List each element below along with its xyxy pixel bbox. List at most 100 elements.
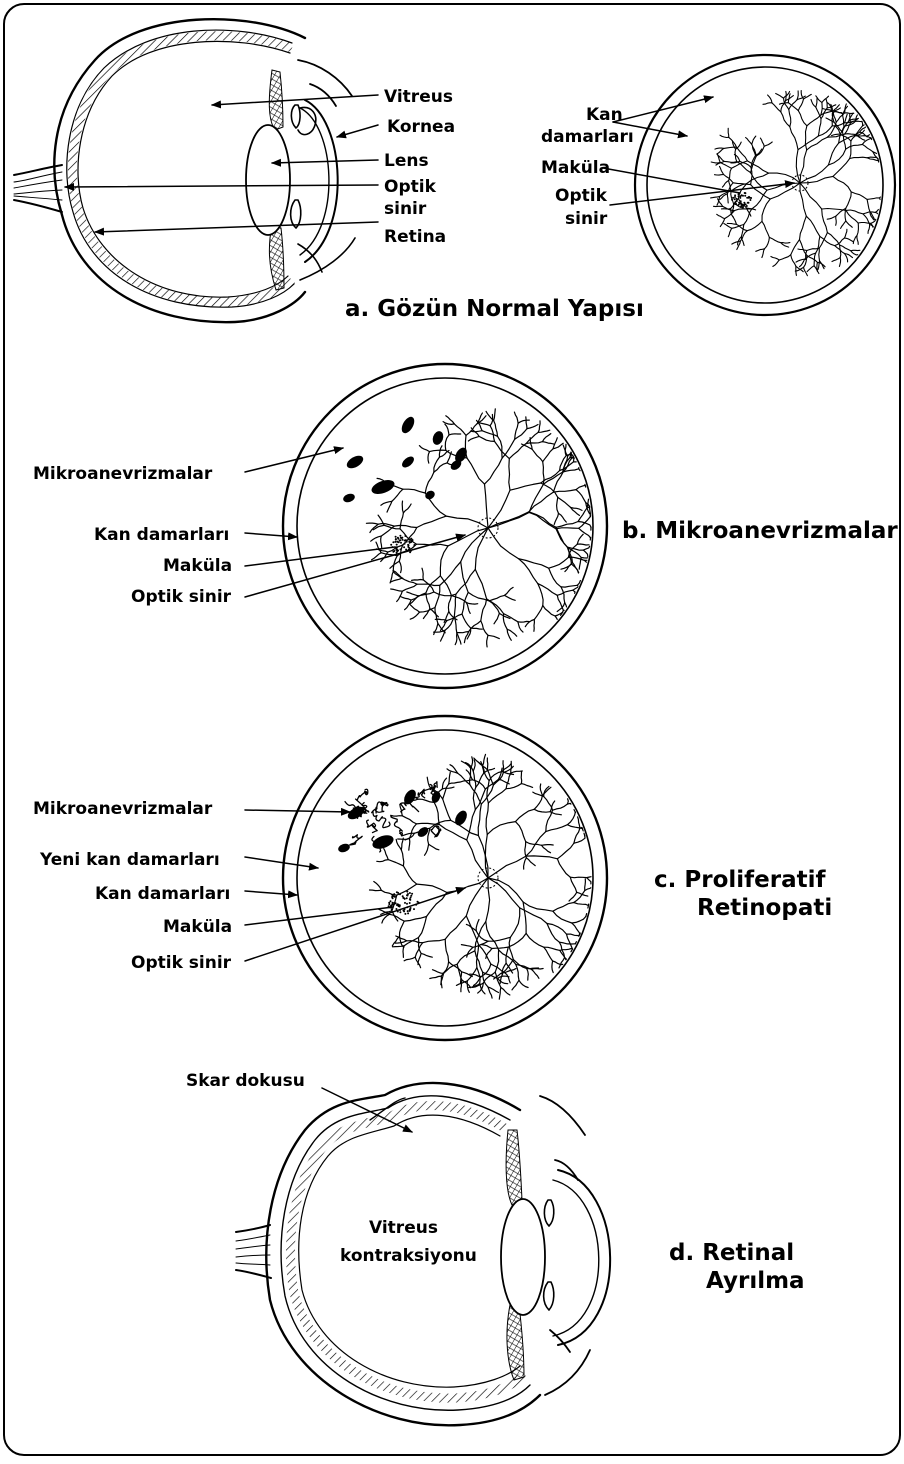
macula-dot <box>407 912 409 914</box>
blood-vessel <box>781 243 790 244</box>
macula-dot <box>404 535 406 537</box>
label-mikroanevrizmalar-c: Mikroanevrizmalar <box>33 799 213 819</box>
macula-dot <box>403 546 405 548</box>
blood-vessel <box>585 879 586 891</box>
macula-dot <box>409 892 411 894</box>
macula-dot <box>744 192 746 194</box>
caption-b: b. Mikroanevrizmalar <box>622 518 898 544</box>
blood-vessel <box>582 829 583 831</box>
macula-dot <box>403 910 405 912</box>
blood-vessel <box>580 828 582 829</box>
macula-dot <box>742 207 744 209</box>
macula-dot <box>405 549 407 551</box>
blood-vessel <box>370 890 382 891</box>
macula-dot <box>394 541 396 543</box>
label-kan-damarlari-b: Kan damarları <box>94 525 229 545</box>
macula-dot <box>400 542 402 544</box>
macula-dot <box>410 895 412 897</box>
macula-dot <box>400 548 402 550</box>
macula-dot <box>738 202 740 204</box>
macula-dot <box>741 204 743 206</box>
macula-dot <box>392 551 394 553</box>
caption-d-line1: d. Retinal <box>669 1240 794 1266</box>
macula-dot <box>738 195 740 197</box>
macula-dot <box>396 541 398 543</box>
label-makula: Maküla <box>541 158 610 178</box>
macula-dot <box>407 910 409 912</box>
macula-dot <box>734 196 736 198</box>
blood-vessel <box>487 758 488 770</box>
macula-dot <box>390 900 392 902</box>
macula-dot <box>392 894 394 896</box>
macula-dot <box>410 538 412 540</box>
macula-dot <box>750 197 752 199</box>
blood-vessel <box>585 485 586 487</box>
macula-dot <box>411 893 413 895</box>
macula-dot <box>409 910 411 912</box>
macula-dot <box>731 199 733 201</box>
macula-dot <box>399 893 401 895</box>
blood-vessel <box>796 266 797 275</box>
blood-vessel <box>531 969 543 970</box>
macula-dot <box>403 897 405 899</box>
macula-dot <box>396 544 398 546</box>
macula-dot <box>397 538 399 540</box>
blood-vessel <box>503 761 504 773</box>
macula-dot <box>735 203 737 205</box>
macula-dot <box>732 197 734 199</box>
label-kan-damarlari-c: Kan damarları <box>95 884 230 904</box>
macula-dot <box>399 906 401 908</box>
blood-vessel <box>521 772 522 784</box>
macula-dot <box>407 895 409 897</box>
blood-vessel <box>728 128 729 137</box>
label-optik: Optik <box>384 177 437 197</box>
macula-dot <box>404 913 406 915</box>
macula-dot <box>743 204 745 206</box>
macula-dot <box>404 902 406 904</box>
macula-dot <box>740 200 742 202</box>
macula-dot <box>734 198 736 200</box>
fundus-microaneurysm <box>283 364 607 688</box>
macula-dot <box>399 540 401 542</box>
blood-vessel <box>577 585 578 586</box>
macula-dot <box>396 904 398 906</box>
blood-vessel <box>855 136 868 137</box>
macula-dot <box>736 198 738 200</box>
macula-dot <box>391 904 393 906</box>
label-yeni-kan-damarlari-c: Yeni kan damarları <box>39 850 220 870</box>
macula-dot <box>409 902 411 904</box>
macula-dot <box>740 195 742 197</box>
macula-dot <box>395 539 397 541</box>
macula-dot <box>409 551 411 553</box>
macula-dot <box>748 202 750 204</box>
caption-c-line2: Retinopati <box>697 895 832 921</box>
label-skar-dokusu: Skar dokusu <box>186 1071 305 1091</box>
blood-vessel <box>511 761 512 773</box>
label-vitreus: Vitreus <box>384 87 453 107</box>
label-damarlari: damarları <box>541 127 634 147</box>
blood-vessel <box>836 216 837 225</box>
label-kornea: Kornea <box>387 117 455 137</box>
fundus-normal <box>635 55 895 315</box>
macula-dot <box>395 536 397 538</box>
blood-vessel <box>588 906 589 909</box>
macula-dot <box>402 539 404 541</box>
label-makula-c: Maküla <box>163 917 232 937</box>
macula-dot <box>406 891 408 893</box>
caption-d-line2: Ayrılma <box>706 1268 805 1294</box>
label-lens: Lens <box>384 151 429 171</box>
macula-dot <box>397 550 399 552</box>
macula-dot <box>406 897 408 899</box>
label-optik-fundus: Optik <box>555 186 608 206</box>
blood-vessel <box>542 845 554 846</box>
blood-vessel <box>817 262 818 271</box>
macula-dot <box>395 908 397 910</box>
blood-vessel <box>863 125 865 126</box>
macula-dot <box>748 197 750 199</box>
label-mikroanevrizmalar-b: Mikroanevrizmalar <box>33 464 213 484</box>
label-sinir: sinir <box>384 199 427 219</box>
blood-vessel <box>581 558 587 559</box>
caption-c-line1: c. Proliferatif <box>654 867 826 893</box>
label-retina: Retina <box>384 227 446 247</box>
